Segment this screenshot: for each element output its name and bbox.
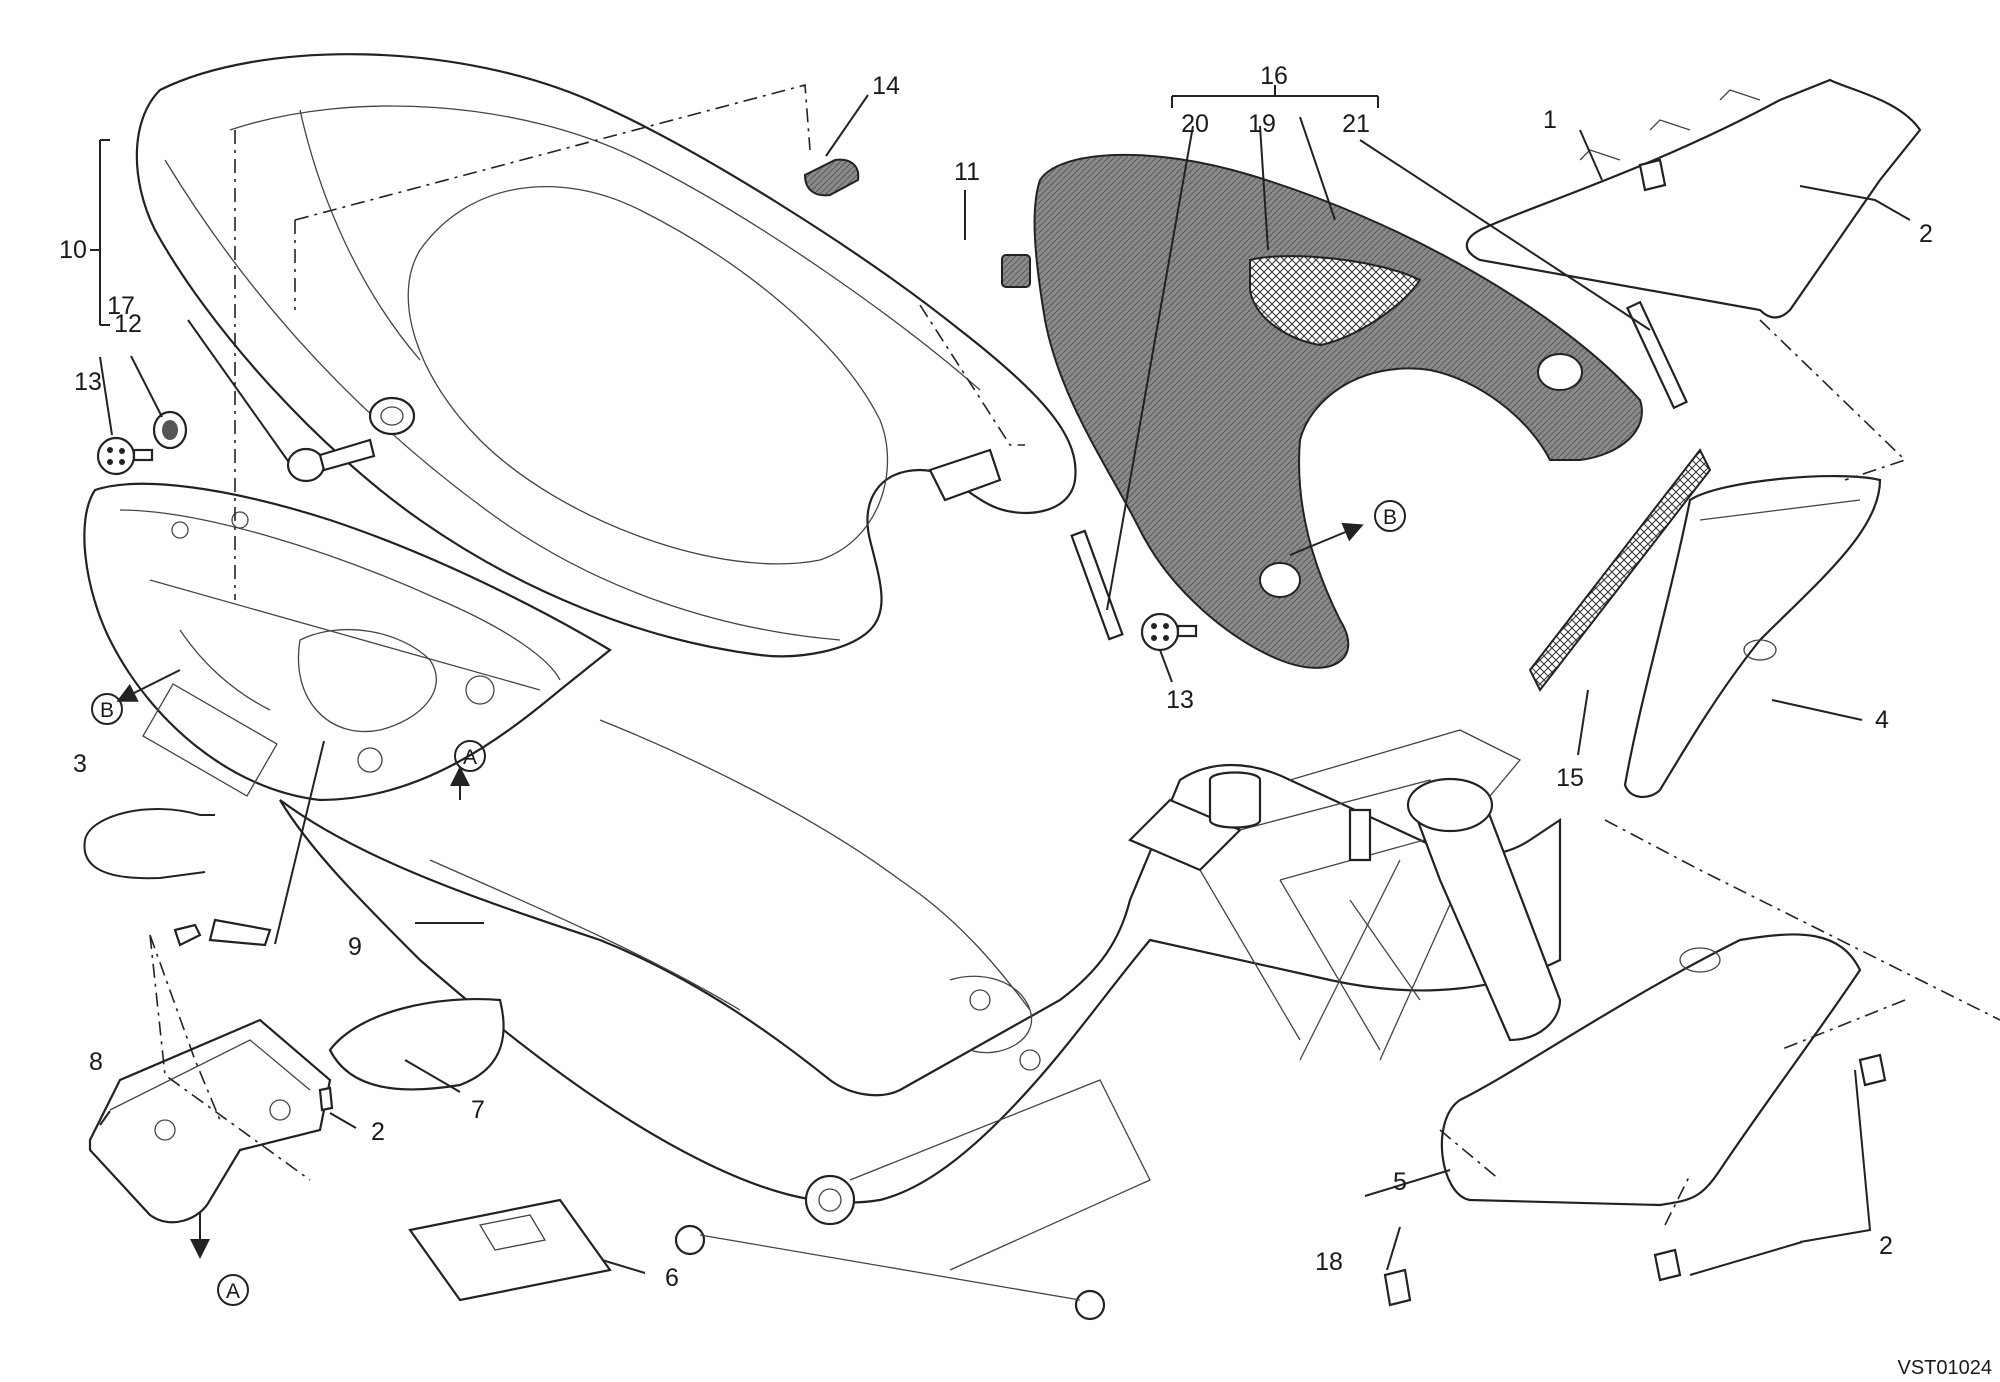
ref-mark-A-upper: A bbox=[454, 740, 486, 772]
ref-mark-B-left: B bbox=[91, 693, 123, 725]
drawing-code: VST01024 bbox=[1897, 1357, 1992, 1379]
callout-13: 13 bbox=[74, 368, 102, 396]
ref-letter: A bbox=[463, 746, 477, 769]
callout-6: 6 bbox=[665, 1264, 679, 1292]
callout-15: 15 bbox=[1556, 764, 1584, 792]
bolt-13-left bbox=[96, 436, 154, 476]
leader-lines bbox=[90, 85, 1911, 1276]
callout-5: 5 bbox=[1393, 1168, 1407, 1196]
callout-2: 2 bbox=[371, 1118, 385, 1146]
tray-8 bbox=[88, 1018, 332, 1224]
pad-7 bbox=[328, 997, 505, 1091]
hook-9 bbox=[173, 918, 272, 947]
callout-16: 16 bbox=[1260, 62, 1288, 90]
side-cover-lower bbox=[1440, 933, 1862, 1207]
callout-2: 2 bbox=[1919, 220, 1933, 248]
rubber-bumper bbox=[803, 158, 860, 197]
mesh-grille bbox=[1528, 448, 1712, 692]
callout-8: 8 bbox=[89, 1048, 103, 1076]
callout-21: 21 bbox=[1342, 110, 1370, 138]
callout-1: 1 bbox=[1543, 106, 1557, 134]
callout-12: 12 bbox=[114, 310, 142, 338]
callout-18: 18 bbox=[1315, 1248, 1343, 1276]
cable bbox=[83, 808, 215, 880]
seat-cowl bbox=[1033, 153, 1643, 669]
callout-17: 17 bbox=[107, 292, 135, 320]
decal-right bbox=[1625, 300, 1689, 410]
bolt-13-cowl bbox=[1140, 612, 1198, 652]
ref-mark-B-right: B bbox=[1374, 500, 1406, 532]
screws bbox=[318, 158, 1887, 1307]
decal-left bbox=[1070, 529, 1124, 641]
assembly-lines bbox=[149, 83, 2000, 1226]
pad bbox=[1001, 254, 1031, 288]
ref-mark-A-lower: A bbox=[217, 1274, 249, 1306]
callout-7: 7 bbox=[471, 1096, 485, 1124]
callout-2: 2 bbox=[1879, 1232, 1893, 1260]
rear-subframe bbox=[83, 482, 612, 802]
callout-3: 3 bbox=[73, 750, 87, 778]
callout-10: 10 bbox=[59, 236, 87, 264]
callout-9: 9 bbox=[348, 933, 362, 961]
side-cover-front bbox=[1623, 474, 1882, 798]
callout-13: 13 bbox=[1166, 686, 1194, 714]
fastener-17 bbox=[286, 438, 376, 483]
callout-20: 20 bbox=[1181, 110, 1209, 138]
callout-4: 4 bbox=[1875, 706, 1889, 734]
grommet-12 bbox=[152, 410, 188, 450]
callout-19: 19 bbox=[1248, 110, 1276, 138]
callout-11: 11 bbox=[954, 158, 980, 186]
callout-14: 14 bbox=[872, 72, 900, 100]
ref-letter: B bbox=[1383, 506, 1397, 529]
ref-letter: A bbox=[226, 1280, 240, 1303]
side-cover-top bbox=[1465, 78, 1922, 319]
ref-arrows bbox=[116, 522, 1364, 1259]
main-frame bbox=[279, 719, 1562, 1321]
ref-letter: B bbox=[100, 699, 114, 722]
manual-6 bbox=[408, 1198, 612, 1302]
